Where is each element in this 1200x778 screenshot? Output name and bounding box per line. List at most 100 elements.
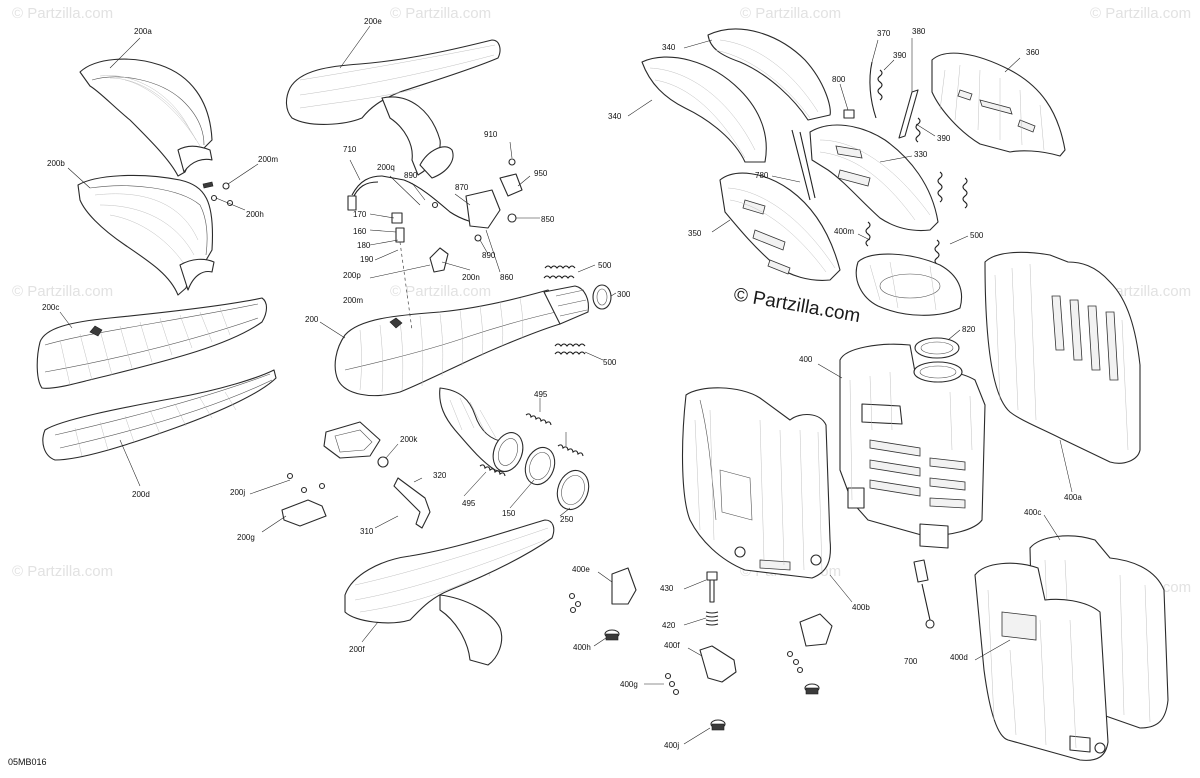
callout-200e: 200e bbox=[364, 17, 382, 26]
part-700-hanger bbox=[913, 559, 935, 629]
callout-330: 330 bbox=[914, 150, 928, 159]
leader-lines bbox=[59, 25, 1073, 745]
callout-910: 910 bbox=[484, 130, 498, 139]
part-430-bolt bbox=[706, 571, 718, 603]
callout-890-upper: 890 bbox=[404, 171, 418, 180]
callout-200p: 200p bbox=[343, 271, 361, 280]
part-495-springs bbox=[479, 413, 584, 477]
callout-710: 710 bbox=[343, 145, 357, 154]
callout-780: 780 bbox=[755, 171, 769, 180]
callout-370: 370 bbox=[877, 29, 891, 38]
callout-400j: 400j bbox=[664, 741, 679, 750]
callout-820: 820 bbox=[962, 325, 976, 334]
part-400f-bracket bbox=[664, 645, 737, 696]
callout-400: 400 bbox=[799, 355, 813, 364]
callout-400g: 400g bbox=[620, 680, 638, 689]
part-200b-shield bbox=[77, 174, 215, 296]
part-250-ring bbox=[556, 469, 590, 511]
part-400b-cover bbox=[681, 387, 832, 579]
part-150-gasket bbox=[524, 446, 556, 486]
callout-200c: 200c bbox=[42, 303, 59, 312]
callout-390-upper: 390 bbox=[893, 51, 907, 60]
callout-190: 190 bbox=[360, 255, 374, 264]
callout-430: 430 bbox=[660, 584, 674, 593]
callout-870: 870 bbox=[455, 183, 469, 192]
callout-320: 320 bbox=[433, 471, 447, 480]
part-400h-mount bbox=[604, 629, 620, 641]
watermark-faint: © Partzilla.com bbox=[390, 5, 491, 22]
callout-400h: 400h bbox=[573, 643, 591, 652]
callout-500-lower: 500 bbox=[603, 358, 617, 367]
callout-400b: 400b bbox=[852, 603, 870, 612]
callout-890-lower: 890 bbox=[482, 251, 496, 260]
watermark-faint: © Partzilla.com bbox=[390, 283, 491, 300]
callout-200k: 200k bbox=[400, 435, 418, 444]
part-420-spring bbox=[705, 611, 719, 626]
diagram-code: 05MB016 bbox=[8, 757, 47, 767]
callout-200b: 200b bbox=[47, 159, 65, 168]
callout-200j: 200j bbox=[230, 488, 245, 497]
callout-200a: 200a bbox=[134, 27, 152, 36]
callout-310: 310 bbox=[360, 527, 374, 536]
callout-200g: 200g bbox=[237, 533, 255, 542]
part-400a-cover bbox=[984, 251, 1141, 464]
part-340-shield-upper bbox=[707, 28, 831, 121]
callout-400f: 400f bbox=[664, 641, 680, 650]
callout-495-lower: 495 bbox=[462, 499, 476, 508]
callout-300: 300 bbox=[617, 290, 631, 299]
part-200k-bracket bbox=[323, 421, 389, 468]
callout-700: 700 bbox=[904, 657, 918, 666]
callout-500-right: 500 bbox=[970, 231, 984, 240]
part-500-springs-center bbox=[543, 265, 586, 355]
part-200g-plate bbox=[281, 472, 327, 527]
part-820-ring bbox=[914, 337, 960, 359]
callout-200m-center: 200m bbox=[343, 296, 363, 305]
callout-200m: 200m bbox=[258, 155, 278, 164]
part-370-380-390-hardware bbox=[843, 61, 968, 265]
part-400-muffler bbox=[839, 343, 986, 549]
callout-400a: 400a bbox=[1064, 493, 1082, 502]
callout-400e: 400e bbox=[572, 565, 590, 574]
callout-390-lower: 390 bbox=[937, 134, 951, 143]
callout-200h: 200h bbox=[246, 210, 264, 219]
callout-800: 800 bbox=[832, 75, 846, 84]
callout-850: 850 bbox=[541, 215, 555, 224]
callout-160: 160 bbox=[353, 227, 367, 236]
part-200-silencer bbox=[334, 284, 612, 473]
callout-200q: 200q bbox=[377, 163, 395, 172]
watermark-faint: © Partzilla.com bbox=[12, 283, 113, 300]
part-200c-shell bbox=[36, 297, 268, 389]
watermark-faint: © Partzilla.com bbox=[12, 5, 113, 22]
part-200e-heat-shield bbox=[285, 39, 501, 179]
callout-400m: 400m bbox=[834, 227, 854, 236]
callout-500-upper: 500 bbox=[598, 261, 612, 270]
part-400-lower-mount bbox=[786, 613, 833, 695]
callout-380: 380 bbox=[912, 27, 926, 36]
part-400j-mount bbox=[710, 719, 726, 731]
watermark-partzilla: © Partzilla.com bbox=[732, 284, 862, 327]
part-200f-heat-shield bbox=[344, 519, 555, 666]
callout-340-lower: 340 bbox=[608, 112, 622, 121]
part-360-shield bbox=[931, 52, 1066, 157]
callout-200f: 200f bbox=[349, 645, 365, 654]
callout-180: 180 bbox=[357, 241, 371, 250]
part-320-strap bbox=[393, 477, 431, 529]
callout-495-upper: 495 bbox=[534, 390, 548, 399]
callout-170: 170 bbox=[353, 210, 367, 219]
part-350-shield bbox=[719, 172, 841, 281]
callout-250: 250 bbox=[560, 515, 574, 524]
part-400m-adapter bbox=[855, 253, 963, 316]
callout-400c: 400c bbox=[1024, 508, 1041, 517]
part-330-shield bbox=[791, 124, 939, 232]
watermark-faint: © Partzilla.com bbox=[740, 5, 841, 22]
callout-420: 420 bbox=[662, 621, 676, 630]
callout-350: 350 bbox=[688, 229, 702, 238]
part-400d-cover bbox=[974, 562, 1109, 761]
part-340-shield-lower bbox=[641, 56, 767, 163]
callout-400d: 400d bbox=[950, 653, 968, 662]
part-710-sensor-harness bbox=[347, 158, 523, 331]
callout-860: 860 bbox=[500, 273, 514, 282]
part-200d-shell bbox=[42, 369, 277, 461]
